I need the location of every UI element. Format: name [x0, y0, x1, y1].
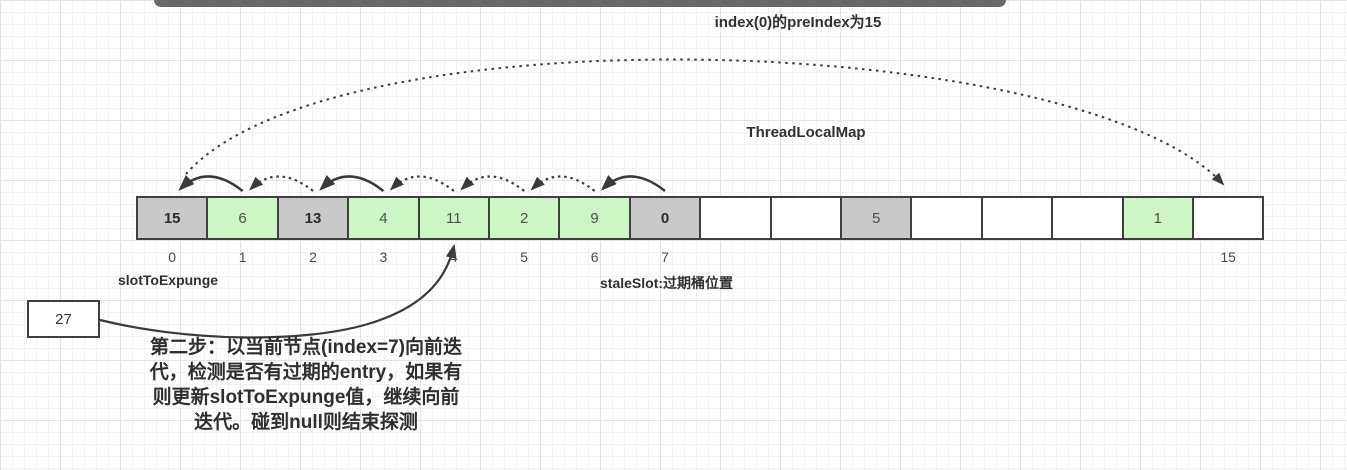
array-cell-14: 1 [1121, 196, 1194, 240]
cell-value: 6 [238, 209, 247, 227]
threadlocalmap-label: ThreadLocalMap [746, 124, 866, 141]
window-title-bar [154, 0, 1006, 7]
cell-value: 9 [590, 209, 599, 227]
pointer-box-value: 27 [55, 310, 72, 328]
cell-value: 13 [304, 209, 322, 227]
array-cell-6: 9 [558, 196, 631, 240]
index-label-2: 2 [309, 249, 317, 265]
array-cell-13 [1051, 196, 1124, 240]
array-cell-5: 2 [488, 196, 561, 240]
step-description-line: 第二步：以当前节点(index=7)向前迭 [150, 337, 462, 358]
index-label-6: 6 [590, 249, 599, 265]
cell-value: 5 [872, 209, 881, 227]
index-label-7: 7 [661, 249, 669, 265]
array-cell-0: 15 [136, 196, 209, 240]
cell-value: 4 [379, 209, 388, 227]
array-cell-8 [699, 196, 772, 240]
back-arc-2-to-1 [249, 175, 314, 192]
cell-value: 11 [446, 209, 462, 227]
array-cell-2: 13 [276, 196, 350, 240]
array-cell-11 [910, 196, 983, 240]
slot-to-expunge-value-box: 27 [27, 300, 100, 338]
cell-value: 15 [163, 209, 181, 227]
index-label-5: 5 [520, 249, 529, 265]
index-label-4: 4 [449, 249, 458, 265]
back-arc-3-to-2 [319, 174, 385, 192]
array-cell-10: 5 [840, 196, 913, 240]
back-arc-1-to-0 [178, 174, 244, 192]
array-cell-1: 6 [206, 196, 279, 240]
step-description: 第二步：以当前节点(index=7)向前迭 代，检测是否有过期的entry，如果… [115, 335, 497, 435]
back-arc-5-to-4 [460, 175, 525, 192]
array-cell-15 [1192, 196, 1265, 240]
pre-index-caption: index(0)的preIndex为15 [714, 14, 882, 31]
back-arc-6-to-5 [530, 175, 596, 192]
wrap-arc-0-to-15 [185, 58, 1225, 186]
step-description-line: 迭代。碰到null则结束探测 [194, 412, 418, 433]
index-label-1: 1 [238, 249, 247, 265]
array-cell-7: 0 [628, 196, 702, 240]
array-cell-12 [980, 196, 1054, 240]
step-description-line: 则更新slotToExpunge值，继续向前 [152, 387, 460, 408]
slot-to-expunge-label: slotToExpunge [118, 272, 219, 288]
pointer-arrow-to-slot-4 [99, 243, 457, 339]
index-label-3: 3 [379, 249, 388, 265]
step-description-line: 代，检测是否有过期的entry，如果有 [149, 362, 463, 383]
cell-value: 2 [520, 209, 529, 227]
cell-value: 1 [1153, 209, 1162, 227]
array-cell-3: 4 [347, 196, 420, 240]
cell-value: 0 [660, 209, 670, 227]
array-cell-4: 11 [417, 196, 490, 240]
array-cell-9 [769, 196, 842, 240]
back-arc-4-to-3 [389, 175, 455, 192]
back-arc-7-to-6 [600, 174, 666, 192]
index-label-15: 15 [1220, 249, 1236, 265]
stale-slot-label: staleSlot:过期桶位置 [600, 275, 734, 291]
index-label-0: 0 [168, 249, 177, 265]
